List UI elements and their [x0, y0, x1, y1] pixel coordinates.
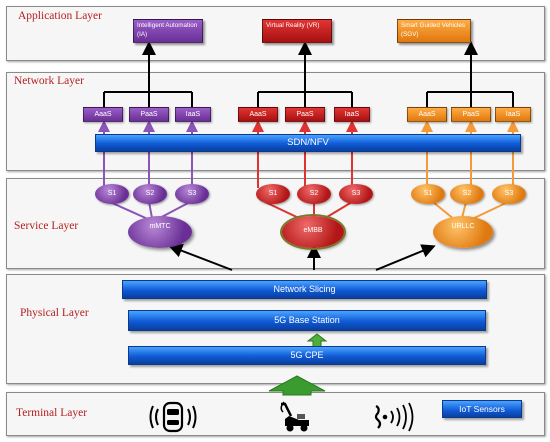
base-station-bar: 5G Base Station	[128, 310, 486, 331]
app-smart-guided-vehicles: Smart Guided Vehicles (SGV)	[397, 19, 471, 43]
red-iaas: IaaS	[334, 107, 370, 122]
orange-aaas: AaaS	[407, 107, 447, 122]
mmtc-node: mMTC	[128, 216, 192, 248]
car-icon	[149, 401, 197, 433]
embb-node: eMBB	[282, 216, 344, 248]
orange-slice-s2: S2	[450, 184, 484, 204]
red-slice-s3: S3	[339, 184, 373, 204]
purple-paas: PaaS	[129, 107, 169, 122]
urllc-node: URLLC	[433, 216, 493, 248]
red-paas: PaaS	[285, 107, 325, 122]
app-virtual-reality: Virtual Reality (VR)	[262, 19, 332, 43]
service-layer-title: Service Layer	[14, 220, 79, 232]
orange-iaas: IaaS	[495, 107, 531, 122]
iot-sensors-box: IoT Sensors	[442, 400, 522, 418]
orange-slice-s3: S3	[492, 184, 526, 204]
red-slice-s2: S2	[297, 184, 331, 204]
purple-iaas: IaaS	[175, 107, 211, 122]
purple-slice-s2: S2	[133, 184, 167, 204]
app-intelligent-automation: Intelligent Automation (IA)	[133, 19, 203, 43]
purple-aaas: AaaS	[83, 107, 123, 122]
sdn-nfv-bar: SDN/NFV	[95, 134, 521, 152]
green-up-arrow-large	[268, 375, 326, 396]
vehicle-sensor-icon	[280, 401, 309, 432]
orange-slice-s1: S1	[411, 184, 445, 204]
red-slice-s1: S1	[256, 184, 290, 204]
signal-waves-icon	[374, 402, 414, 432]
red-aaas: AaaS	[238, 107, 278, 122]
network-slicing-bar: Network Slicing	[122, 280, 487, 299]
cpe-bar: 5G CPE	[128, 346, 486, 365]
orange-paas: PaaS	[451, 107, 491, 122]
purple-slice-s1: S1	[95, 184, 129, 204]
physical-layer-title: Physical Layer	[20, 307, 89, 319]
terminal-layer-title: Terminal Layer	[16, 407, 88, 419]
network-layer-title: Network Layer	[14, 75, 84, 87]
purple-slice-s3: S3	[175, 184, 209, 204]
application-layer-title: Application Layer	[18, 10, 102, 22]
